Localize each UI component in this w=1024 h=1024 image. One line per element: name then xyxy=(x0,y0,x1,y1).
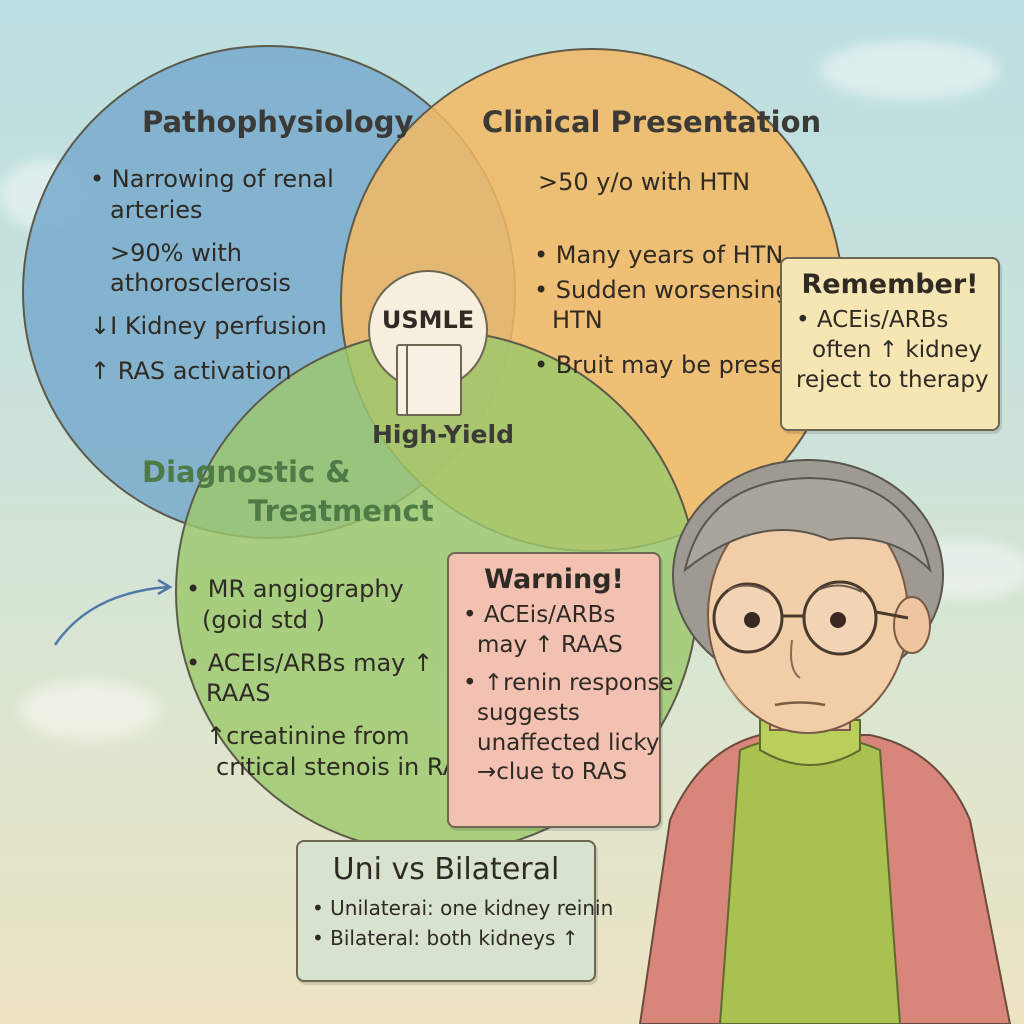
diagnostic-line: critical stenois in RAS xyxy=(216,752,475,781)
warning-line: →clue to RAS xyxy=(477,759,628,786)
diagnostic-line: • MR angiography xyxy=(186,575,404,603)
clinical-line: • Bruit may be present xyxy=(534,351,810,380)
remember-body: • ACEis/ARBs often ↑ kidney reject to th… xyxy=(796,306,989,396)
warning-line: suggests xyxy=(477,699,580,726)
diagnostic-list: • MR angiography (goid std ) • ACEIs/ARB… xyxy=(186,572,474,785)
remember-line: reject to therapy xyxy=(796,366,989,393)
uni-bilateral-callout: Uni vs Bilateral • Unilaterai: one kidne… xyxy=(296,840,614,982)
uni-bilateral-line: • Unilaterai: one kidney reinin xyxy=(312,896,614,920)
usmle-label: USMLE xyxy=(381,306,475,334)
pathophysiology-list: • Narrowing of renal arteries >90% with … xyxy=(90,162,334,389)
clinical-line: • Sudden worsensing xyxy=(534,275,791,304)
high-yield-caption: High-Yield xyxy=(372,420,514,449)
pathophysiology-line: ↑ RAS activation xyxy=(90,356,292,385)
pathophysiology-line: arteries xyxy=(110,195,203,224)
warning-title: Warning! xyxy=(484,564,624,595)
cloud xyxy=(20,680,160,740)
cloud xyxy=(820,40,1000,100)
clinical-line: HTN xyxy=(552,306,603,335)
diagnostic-title-line2: Treatmenct xyxy=(248,494,434,528)
pathophysiology-line: athorosclerosis xyxy=(110,269,291,298)
remember-line: • ACEis/ARBs xyxy=(796,307,949,333)
clinical-presentation-title: Clinical Presentation xyxy=(482,105,822,139)
curved-arrow-icon xyxy=(53,578,173,646)
elderly-woman-illustration xyxy=(638,459,1012,1024)
uni-bilateral-line: • Bilateral: both kidneys ↑ xyxy=(312,926,579,950)
pathophysiology-title: Pathophysiology xyxy=(142,105,414,139)
diagnostic-line: RAAS xyxy=(206,679,271,708)
warning-line: unaffected licky xyxy=(477,729,660,756)
warning-body: • ACEis/ARBs may ↑ RAAS • ↑renin respons… xyxy=(463,601,674,788)
diagnostic-title-line1: Diagnostic & xyxy=(142,455,351,489)
pathophysiology-line: • Narrowing of renal xyxy=(90,165,334,193)
diagnostic-line: ↑creatinine from xyxy=(206,722,410,751)
clinical-line: >50 y/o with HTN xyxy=(538,168,751,196)
warning-line: • ACEis/ARBs xyxy=(463,602,616,628)
uni-bilateral-body: • Unilaterai: one kidney reinin • Bilate… xyxy=(312,893,614,953)
warning-line: • ↑renin response xyxy=(463,669,674,696)
uni-bilateral-title: Uni vs Bilateral xyxy=(332,852,560,887)
remember-title: Remember! xyxy=(801,269,979,300)
pathophysiology-line: ↓I Kidney perfusion xyxy=(90,312,327,341)
warning-line: may ↑ RAAS xyxy=(477,631,623,658)
pathophysiology-line: >90% with xyxy=(110,238,242,267)
diagnostic-line: (goid std ) xyxy=(202,605,325,634)
warning-callout: Warning! • ACEis/ARBs may ↑ RAAS • ↑reni… xyxy=(447,552,674,828)
clinical-presentation-list: >50 y/o with HTN • Many years of HTN • S… xyxy=(534,165,810,383)
book-icon xyxy=(396,344,462,416)
remember-line: often ↑ kidney xyxy=(812,336,983,363)
clinical-line: • Many years of HTN xyxy=(534,240,784,269)
diagnostic-line: • ACEIs/ARBs may ↑ xyxy=(186,648,434,677)
remember-callout: Remember! • ACEis/ARBs often ↑ kidney re… xyxy=(780,257,1000,431)
